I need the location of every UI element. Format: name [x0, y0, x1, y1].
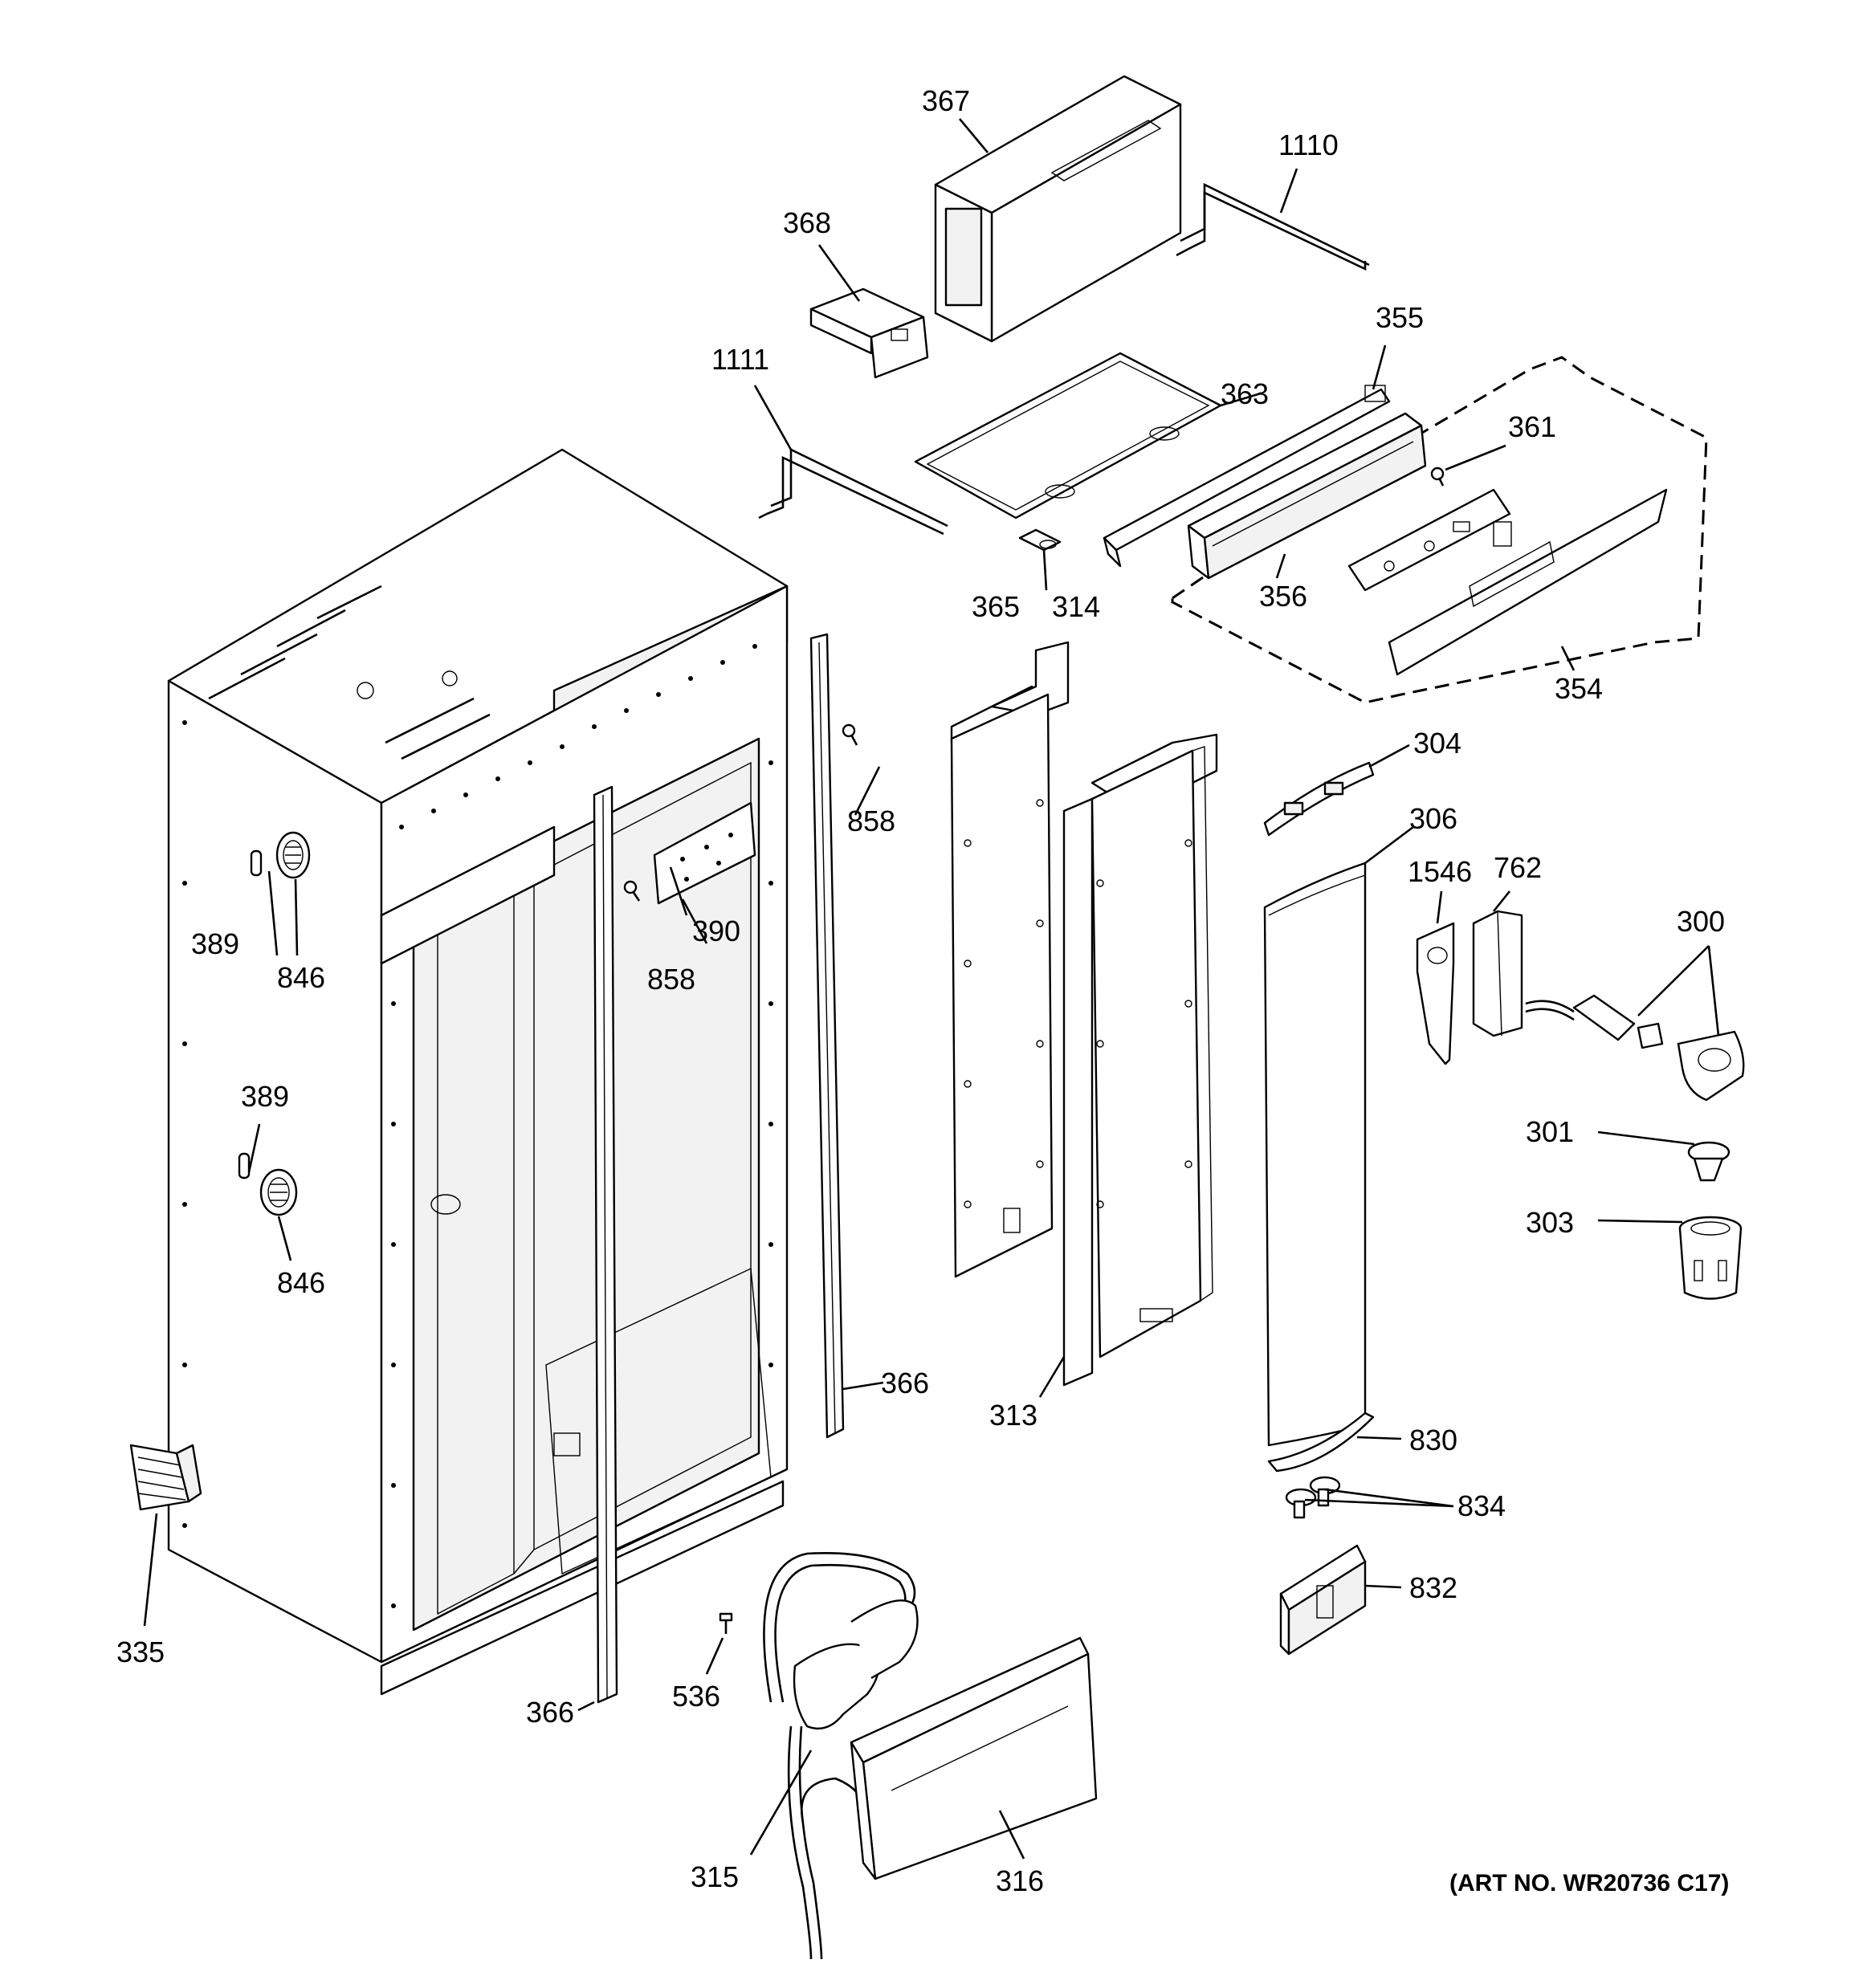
- label-834: 834: [1457, 1489, 1506, 1522]
- label-316: 316: [996, 1864, 1044, 1897]
- fasteners-834: [1285, 1476, 1341, 1519]
- bracket-1546: [1416, 922, 1455, 1065]
- label-846-mid: 846: [277, 1266, 325, 1299]
- cover-316: [850, 1636, 1098, 1880]
- label-536: 536: [672, 1680, 720, 1713]
- label-366-right: 366: [881, 1367, 929, 1399]
- label-858-left: 858: [647, 963, 695, 996]
- panel-314: [950, 641, 1070, 1278]
- block-762: [1472, 910, 1523, 1037]
- label-301: 301: [1526, 1115, 1574, 1148]
- label-1110: 1110: [1278, 128, 1339, 161]
- art-number: (ART NO. WR20736 C17): [1449, 1870, 1729, 1896]
- label-315: 315: [691, 1860, 739, 1893]
- grommet-846-mid: [259, 1168, 298, 1216]
- label-846-top: 846: [277, 961, 325, 994]
- vent-grille-335: [129, 1444, 202, 1511]
- label-300: 300: [1677, 905, 1725, 938]
- label-830: 830: [1409, 1424, 1457, 1456]
- panel-313: [1062, 733, 1218, 1387]
- label-1546: 1546: [1408, 855, 1472, 888]
- rod-1110: [1176, 182, 1370, 271]
- label-389-mid: 389: [241, 1080, 289, 1113]
- housing-356: [1187, 412, 1427, 580]
- grommet-846-top: [275, 831, 311, 879]
- label-335: 335: [116, 1636, 165, 1668]
- label-762: 762: [1494, 851, 1542, 884]
- label-389-top: 389: [191, 927, 239, 960]
- filter-cap-301: [1687, 1141, 1730, 1182]
- label-355: 355: [1376, 301, 1424, 334]
- handle-end-830: [1267, 1412, 1375, 1473]
- screw-536: [719, 1612, 733, 1634]
- duct-housing-367: [934, 75, 1182, 343]
- bracket-368: [809, 287, 929, 379]
- cap-389-mid: [238, 1152, 251, 1179]
- tubing-315: [763, 1552, 919, 1960]
- rod-1111: [758, 447, 948, 536]
- label-858-right: 858: [847, 805, 895, 837]
- label-361: 361: [1508, 410, 1556, 443]
- door-handle-306: [1263, 862, 1367, 1447]
- label-314: 314: [1052, 590, 1100, 623]
- handle-cap-304: [1263, 761, 1375, 837]
- label-303: 303: [1526, 1206, 1574, 1239]
- plate-390: [653, 801, 756, 905]
- part-labels: 367 1110 368 1111 355 363 361 365 314 35…: [116, 84, 1729, 1897]
- screw-858-left: [623, 880, 641, 902]
- gasket-strip-366-bottom: [593, 785, 618, 1704]
- gasket-strip-366-right: [809, 633, 845, 1439]
- filter-assembly-300: [1525, 994, 1745, 1102]
- bracket-355: [1103, 385, 1391, 568]
- label-367: 367: [922, 84, 970, 117]
- control-panel-face: [1388, 488, 1668, 676]
- label-306: 306: [1409, 802, 1457, 835]
- label-368: 368: [783, 206, 831, 239]
- label-1111: 1111: [711, 343, 769, 376]
- screw-858-right: [842, 723, 858, 746]
- clip-365: [1018, 528, 1062, 552]
- label-365: 365: [972, 590, 1020, 623]
- control-assembly-354: [1171, 356, 1708, 704]
- label-366-bottom: 366: [526, 1696, 574, 1729]
- control-board: [1347, 488, 1511, 592]
- label-363: 363: [1221, 377, 1269, 410]
- label-356: 356: [1259, 580, 1307, 613]
- cap-389-top: [250, 849, 263, 877]
- label-354: 354: [1555, 672, 1603, 705]
- screw-361: [1430, 466, 1445, 487]
- panel-363: [914, 352, 1222, 519]
- leader-lines: [143, 118, 1720, 1860]
- refrigerator-cabinet: [167, 448, 789, 1696]
- label-313: 313: [989, 1399, 1037, 1432]
- label-390: 390: [692, 915, 740, 947]
- filter-housing-303: [1678, 1216, 1743, 1300]
- label-304: 304: [1413, 727, 1461, 760]
- label-832: 832: [1409, 1571, 1457, 1604]
- bracket-832: [1279, 1544, 1367, 1656]
